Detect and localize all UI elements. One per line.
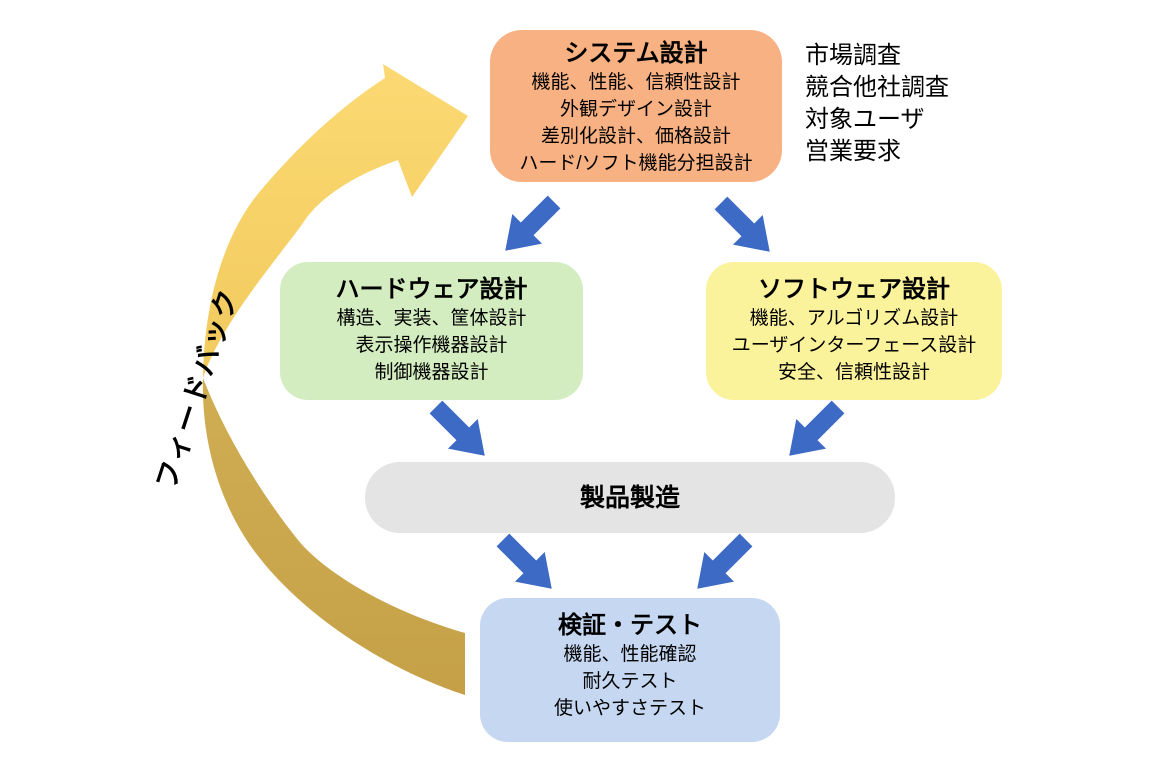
flow-arrow-system-to-software bbox=[714, 196, 770, 252]
system-design-title: システム設計 bbox=[564, 40, 708, 67]
system-design-item: 差別化設計、価格設計 bbox=[540, 126, 731, 147]
system-design-item: ハード/ソフト機能分担設計 bbox=[519, 153, 753, 174]
flow-arrow-software-to-manufacturing bbox=[789, 400, 845, 456]
system-design-item: 外観デザイン設計 bbox=[559, 99, 712, 120]
requirements-list: 市場調査 競合他社調査 対象ユーザ 営業要求 bbox=[805, 40, 949, 168]
requirement-item: 対象ユーザ bbox=[805, 106, 925, 133]
system-design-item: 機能、性能、信頼性設計 bbox=[531, 72, 741, 93]
testing-item: 使いやすさテスト bbox=[553, 698, 706, 719]
flow-arrow-system-to-hardware bbox=[505, 195, 561, 251]
flow-arrow-hardware-to-manufacturing bbox=[429, 400, 485, 456]
manufacturing-title: 製品製造 bbox=[579, 483, 680, 512]
requirement-item: 市場調査 bbox=[805, 42, 901, 69]
feedback-arrow-lower bbox=[202, 378, 465, 695]
feedback-arrow-upper bbox=[203, 64, 468, 378]
requirement-item: 営業要求 bbox=[805, 138, 901, 165]
software-design-title: ソフトウェア設計 bbox=[758, 276, 950, 303]
manufacturing-bar: 製品製造 bbox=[365, 462, 895, 533]
testing-box: 検証・テスト 機能、性能確認 耐久テスト 使いやすさテスト bbox=[480, 598, 780, 742]
testing-item: 機能、性能確認 bbox=[563, 644, 697, 665]
hardware-design-box: ハードウェア設計 構造、実装、筐体設計 表示操作機器設計 制御機器設計 bbox=[280, 262, 583, 400]
requirement-item: 競合他社調査 bbox=[805, 74, 949, 101]
testing-item: 耐久テスト bbox=[582, 671, 678, 692]
software-design-item: ユーザインターフェース設計 bbox=[731, 335, 977, 356]
testing-title: 検証・テスト bbox=[558, 612, 702, 639]
hardware-design-item: 表示操作機器設計 bbox=[355, 335, 508, 356]
hardware-design-item: 制御機器設計 bbox=[374, 362, 489, 383]
flow-arrow-manufacturing-to-testing-right bbox=[697, 533, 753, 589]
hardware-design-title: ハードウェア設計 bbox=[335, 276, 528, 303]
hardware-design-item: 構造、実装、筐体設計 bbox=[336, 308, 527, 329]
software-design-item: 安全、信頼性設計 bbox=[777, 362, 930, 383]
software-design-box: ソフトウェア設計 機能、アルゴリズム設計 ユーザインターフェース設計 安全、信頼… bbox=[706, 262, 1002, 400]
system-design-box: システム設計 機能、性能、信頼性設計 外観デザイン設計 差別化設計、価格設計 ハ… bbox=[490, 30, 782, 182]
software-design-item: 機能、アルゴリズム設計 bbox=[749, 308, 959, 329]
flow-arrow-manufacturing-to-testing-left bbox=[496, 533, 552, 589]
